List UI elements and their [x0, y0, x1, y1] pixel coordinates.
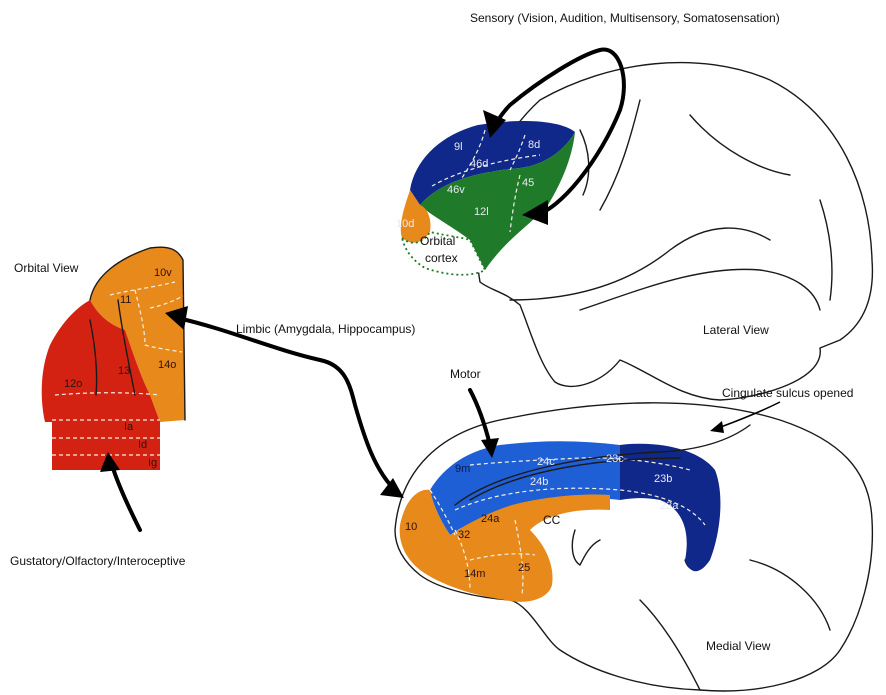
arcuate-sulcus — [580, 130, 589, 195]
cingulate-arrow-path — [718, 402, 780, 428]
area-13-label: 13 — [118, 365, 130, 377]
area-10v-label: 10v — [154, 267, 172, 279]
area-10-label: 10 — [405, 521, 417, 533]
area-12l-label: 12l — [474, 206, 489, 218]
area-23c-label: 23c — [606, 453, 624, 465]
medial-cc-cut — [572, 530, 600, 565]
area-ig-label: Ig — [148, 457, 157, 469]
area-25-label: 25 — [518, 562, 530, 574]
lateral-brain-outline — [477, 63, 872, 400]
gustatory-arrow-path — [112, 465, 140, 530]
area-24a-label: 24a — [481, 513, 500, 525]
area-ia-label: Ia — [124, 421, 134, 433]
cingulate-arrowhead — [710, 421, 724, 433]
superior-temporal-sulcus — [580, 269, 820, 310]
area-46v-label: 46v — [447, 184, 465, 196]
intraparietal-sulcus — [690, 115, 790, 175]
sensory-label: Sensory (Vision, Audition, Multisensory,… — [470, 11, 780, 25]
medial-brainstem — [640, 600, 700, 690]
motor-arrow-path — [470, 390, 490, 445]
area-12o-label: 12o — [64, 378, 82, 390]
orbital-view-label: Orbital View — [14, 261, 79, 275]
gustatory-label: Gustatory/Olfactory/Interoceptive — [10, 554, 186, 568]
area-9l-label: 9l — [454, 141, 463, 153]
limbic-label: Limbic (Amygdala, Hippocampus) — [236, 322, 415, 336]
area-23a-label: 23a — [660, 500, 679, 512]
area-32-label: 32 — [458, 529, 470, 541]
area-24c-label: 24c — [537, 456, 555, 468]
area-24b-label: 24b — [530, 476, 548, 488]
medial-view-label: Medial View — [706, 639, 771, 653]
area-46d-label: 46d — [470, 158, 488, 170]
area-10d-label: 10d — [396, 218, 414, 230]
area-id-label: Id — [138, 439, 147, 451]
limbic-arrowhead-2 — [380, 478, 404, 498]
area-8d-label: 8d — [528, 139, 540, 151]
orbital-cortex-label-1: Orbital — [420, 234, 455, 248]
cingulate-label: Cingulate sulcus opened — [722, 386, 853, 400]
lateral-view-brain — [401, 63, 873, 400]
lunate-sulcus — [820, 200, 832, 300]
area-14m-label: 14m — [464, 568, 485, 580]
area-9m-label: 9m — [455, 463, 470, 475]
central-sulcus — [600, 100, 640, 210]
area-11-label: 11 — [120, 294, 131, 306]
area-45-label: 45 — [522, 177, 534, 189]
medial-calcarine — [750, 560, 830, 630]
area-14o-label: 14o — [158, 359, 176, 371]
medial-view-brain — [395, 403, 872, 691]
cc-label: CC — [543, 513, 561, 527]
orbital-cortex-label-2: cortex — [425, 251, 458, 265]
limbic-arrow-path — [178, 318, 395, 490]
area-23b-label: 23b — [654, 473, 672, 485]
motor-label: Motor — [450, 367, 481, 381]
lateral-view-label: Lateral View — [703, 323, 769, 337]
